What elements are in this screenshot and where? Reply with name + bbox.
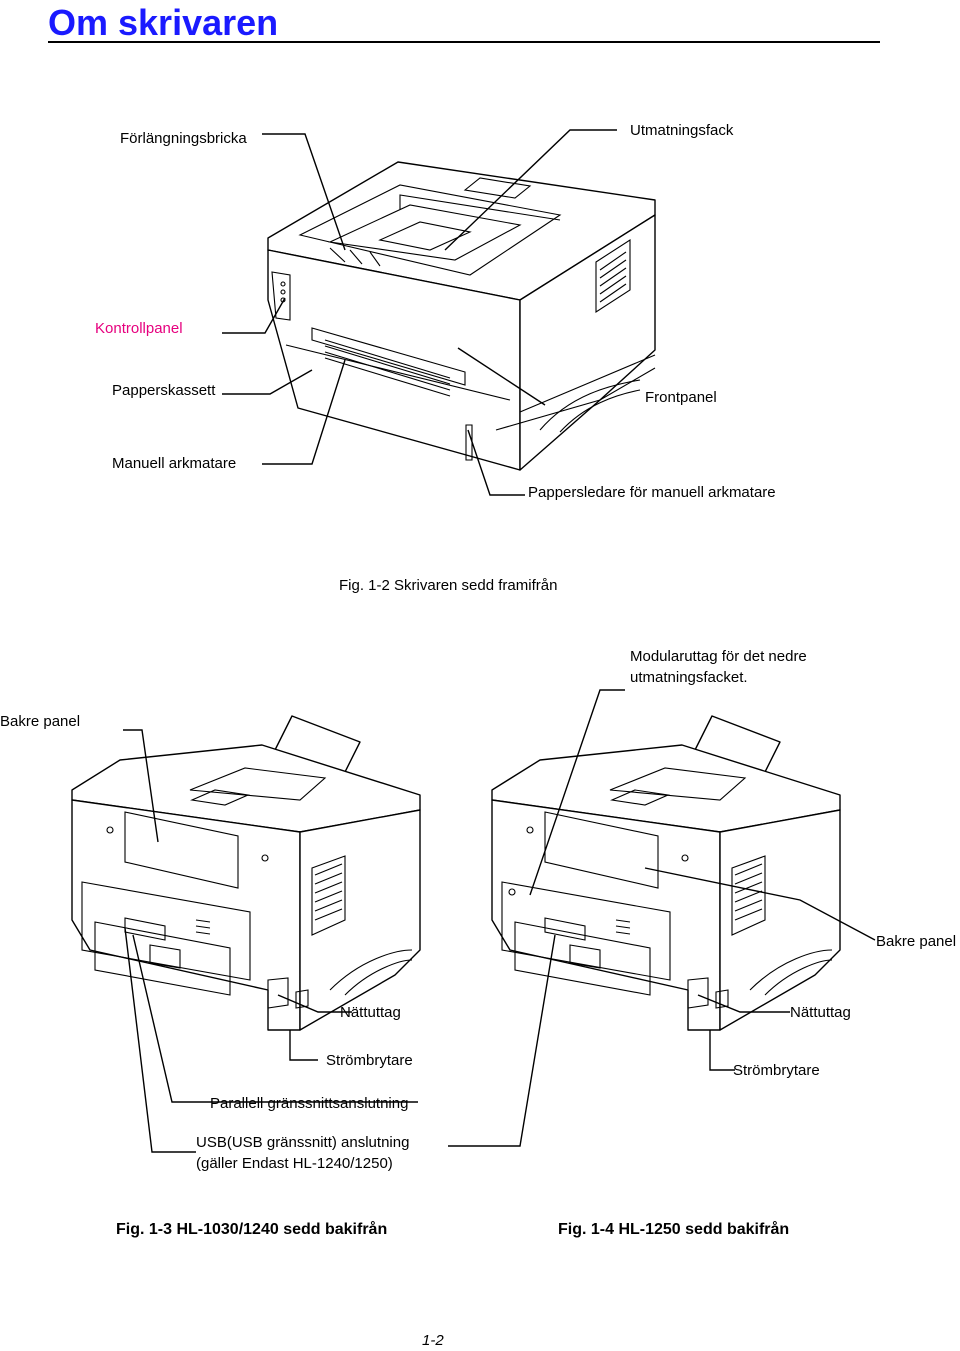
label-manual-feeder: Manuell arkmatare: [112, 455, 237, 472]
caption-fig-1-3: Fig. 1-3 HL-1030/1240 sedd bakifrån: [116, 1221, 388, 1238]
label-usb-line2: (gäller Endast HL-1240/1250): [196, 1155, 393, 1172]
label-power-socket-left: Nättuttag: [340, 1004, 401, 1021]
caption-fig-1-4: Fig. 1-4 HL-1250 sedd bakifrån: [558, 1221, 790, 1238]
rear-leader-lines: [123, 689, 876, 1153]
caption-fig-1-2: Fig. 1-2 Skrivaren sedd framifrån: [339, 577, 558, 594]
label-power-socket-right: Nättuttag: [790, 1004, 851, 1021]
label-parallel-interface: Parallell gränssnittsanslutning: [210, 1095, 409, 1112]
label-power-switch-left: Strömbrytare: [326, 1052, 413, 1069]
label-extension-tray: Förlängningsbricka: [120, 130, 247, 147]
label-paper-cassette: Papperskassett: [112, 382, 216, 399]
label-rear-panel-right: Bakre panel: [876, 933, 957, 950]
rear-printer-right-illustration: [491, 715, 841, 1031]
label-modular-socket-line1: Modularuttag för det nedre: [630, 648, 807, 665]
label-power-switch-right: Strömbrytare: [733, 1062, 820, 1079]
front-printer-illustration: [267, 161, 656, 471]
label-paper-guides: Pappersledare för manuell arkmatare: [528, 484, 776, 501]
rear-printer-left-illustration: [71, 715, 421, 1031]
label-modular-socket-line2: utmatningsfacket.: [630, 669, 748, 686]
label-control-panel: Kontrollpanel: [95, 320, 183, 337]
title-rule: [48, 41, 880, 43]
label-usb-line1: USB(USB gränssnitt) anslutning: [196, 1134, 410, 1151]
label-rear-panel-left: Bakre panel: [0, 713, 81, 730]
page-title: Om skrivaren: [48, 2, 279, 43]
label-output-tray: Utmatningsfack: [630, 122, 734, 139]
label-front-panel: Frontpanel: [645, 389, 717, 406]
page-number: 1-2: [422, 1332, 444, 1349]
front-leader-lines: [222, 129, 617, 496]
